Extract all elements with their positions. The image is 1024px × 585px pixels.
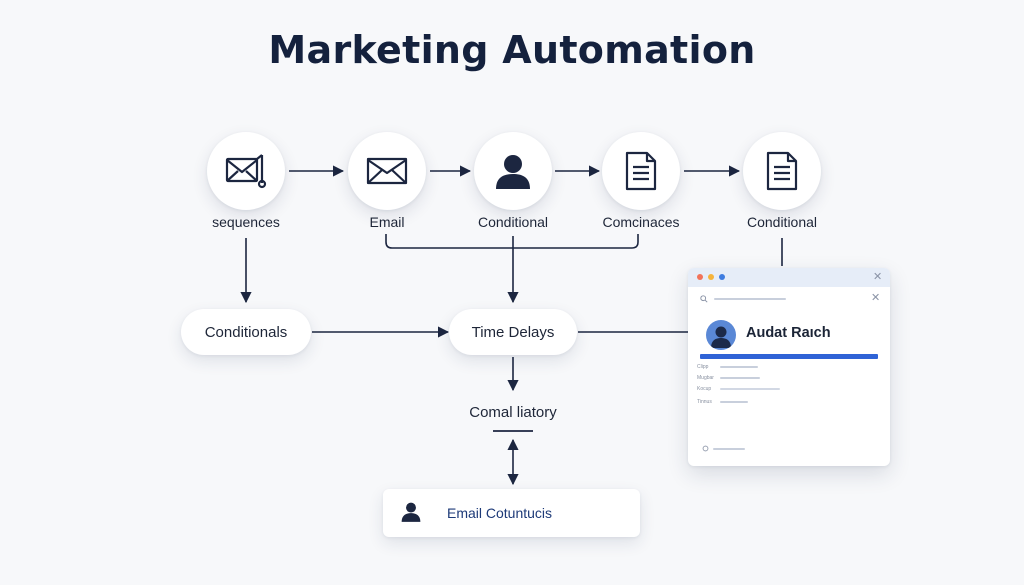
profile-row-label: Mugbar <box>697 375 714 381</box>
conditionals-pill[interactable]: Conditionals <box>181 309 311 355</box>
profile-row-label: Clipp <box>697 364 709 370</box>
compliances-label: Comcinaces <box>602 214 680 230</box>
window-title-bar: ✕ <box>688 268 890 287</box>
profile-row-value <box>720 388 780 390</box>
search-icon <box>700 295 708 303</box>
conditional-label-1: Conditional <box>477 214 549 230</box>
email-contacts-label: Email Cotuntucis <box>447 505 553 521</box>
window-search-bar[interactable]: ✕ <box>700 292 881 306</box>
profile-accent-bar <box>700 354 878 359</box>
profile-row-value <box>720 377 760 379</box>
window-dot-red[interactable] <box>697 274 703 280</box>
history-label: Comal liatory <box>469 404 557 421</box>
footer-placeholder-line <box>713 448 745 450</box>
email-contacts-card[interactable]: Email Cotuntucis <box>383 489 640 537</box>
settings-icon <box>702 445 709 452</box>
diagram-title: Marketing Automation <box>268 28 756 72</box>
window-dot-yellow[interactable] <box>708 274 714 280</box>
user-avatar-icon <box>706 320 736 350</box>
conditional-node-1[interactable] <box>474 132 552 210</box>
document-icon <box>766 151 798 191</box>
profile-window: ✕ ✕ Audat Raıch Clipp Mugbar Kocup Tinnu… <box>688 268 890 466</box>
document-icon <box>625 151 657 191</box>
time-delays-pill[interactable]: Time Delays <box>449 309 577 355</box>
window-dot-blue[interactable] <box>719 274 725 280</box>
bracket-merge-line <box>385 234 639 249</box>
email-node[interactable] <box>348 132 426 210</box>
profile-row-value <box>720 366 758 368</box>
search-placeholder-line <box>714 298 786 300</box>
profile-name: Audat Raıch <box>746 325 831 341</box>
sequences-node[interactable] <box>207 132 285 210</box>
conditional-label-2: Conditional <box>746 214 818 230</box>
compliances-node[interactable] <box>602 132 680 210</box>
email-label: Email <box>369 214 405 230</box>
user-icon <box>496 155 530 189</box>
profile-row-label: Kocup <box>697 386 712 392</box>
envelope-icon <box>366 157 408 185</box>
window-close-icon[interactable]: ✕ <box>873 271 883 283</box>
search-clear-icon[interactable]: ✕ <box>871 292 881 304</box>
sequences-label: sequences <box>212 214 280 230</box>
profile-row-label: Tinnus <box>697 399 712 405</box>
envelope-link-icon <box>225 154 267 189</box>
user-icon <box>401 502 421 522</box>
conditional-node-2[interactable] <box>743 132 821 210</box>
profile-row-value <box>720 401 748 403</box>
